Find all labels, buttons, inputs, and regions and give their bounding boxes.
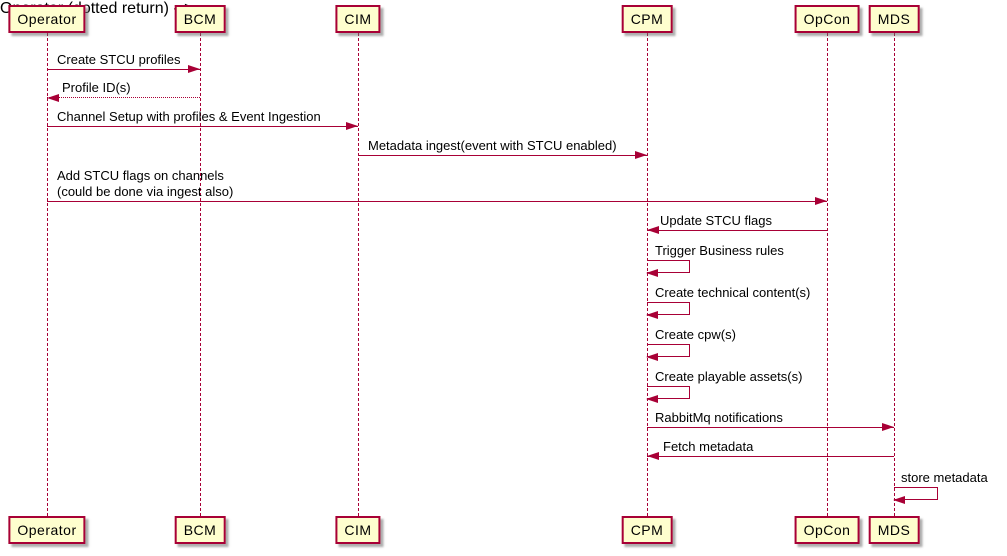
message-label: Channel Setup with profiles & Event Inge… [57,109,321,124]
lifeline-bcm [200,33,201,516]
actor-bottom-opcon: OpCon [794,516,860,544]
message-arrow [358,151,647,159]
actor-top-opcon: OpCon [794,5,860,33]
self-message-arrow [646,302,690,319]
arrowhead-right-icon [635,151,647,159]
message-arrow [647,423,894,431]
arrowhead-left-icon [646,353,658,361]
arrowhead-left-icon [646,269,658,277]
message-arrow [647,452,894,460]
lifeline-opcon [827,33,828,516]
message-arrow [47,65,200,73]
message-arrow [47,122,358,130]
actor-top-operator: Operator [8,5,86,33]
arrowhead-left-icon [893,496,905,504]
arrowhead-left-icon [646,395,658,403]
actor-top-cim: CIM [335,5,381,33]
arrowhead-right-icon [815,197,827,205]
self-message-arrow [646,386,690,403]
message-label: Update STCU flags [660,213,772,228]
arrowhead-right-icon [346,122,358,130]
arrowhead-left-icon [646,311,658,319]
message-label: Fetch metadata [663,439,754,454]
actor-bottom-cpm: CPM [621,516,673,544]
actor-bottom-cim: CIM [335,516,381,544]
arrowhead-right-icon [188,65,200,73]
actor-bottom-bcm: BCM [174,516,226,544]
message-label: Create STCU profiles [57,52,181,67]
arrowhead-left-icon [647,226,659,234]
message-arrow [647,226,827,234]
arrowhead-left-icon [647,452,659,460]
actor-bottom-mds: MDS [868,516,920,544]
message-arrow [47,197,827,205]
self-message-arrow [646,344,690,361]
arrowhead-left-icon [47,94,59,102]
actor-top-mds: MDS [868,5,920,33]
message-label: Metadata ingest(event with STCU enabled) [368,138,617,153]
self-message-arrow [646,260,690,277]
arrowhead-right-icon [882,423,894,431]
message-label: Create technical content(s) [655,285,811,300]
message-label: Profile ID(s) [62,80,131,95]
message-return-arrow [47,94,200,102]
message-label: Create playable assets(s) [655,369,803,384]
message-label: Add STCU flags on channels (could be don… [57,168,234,199]
message-label: Create cpw(s) [655,327,736,342]
actor-top-cpm: CPM [621,5,673,33]
message-label: Trigger Business rules [655,243,784,258]
lifeline-cim [358,33,359,516]
message-label: store metadata [901,470,988,485]
lifeline-operator [47,33,48,516]
message-label: RabbitMq notifications [655,410,783,425]
actor-top-bcm: BCM [174,5,226,33]
self-message-arrow [893,487,938,504]
actor-bottom-operator: Operator [8,516,86,544]
lifeline-mds [894,33,895,516]
